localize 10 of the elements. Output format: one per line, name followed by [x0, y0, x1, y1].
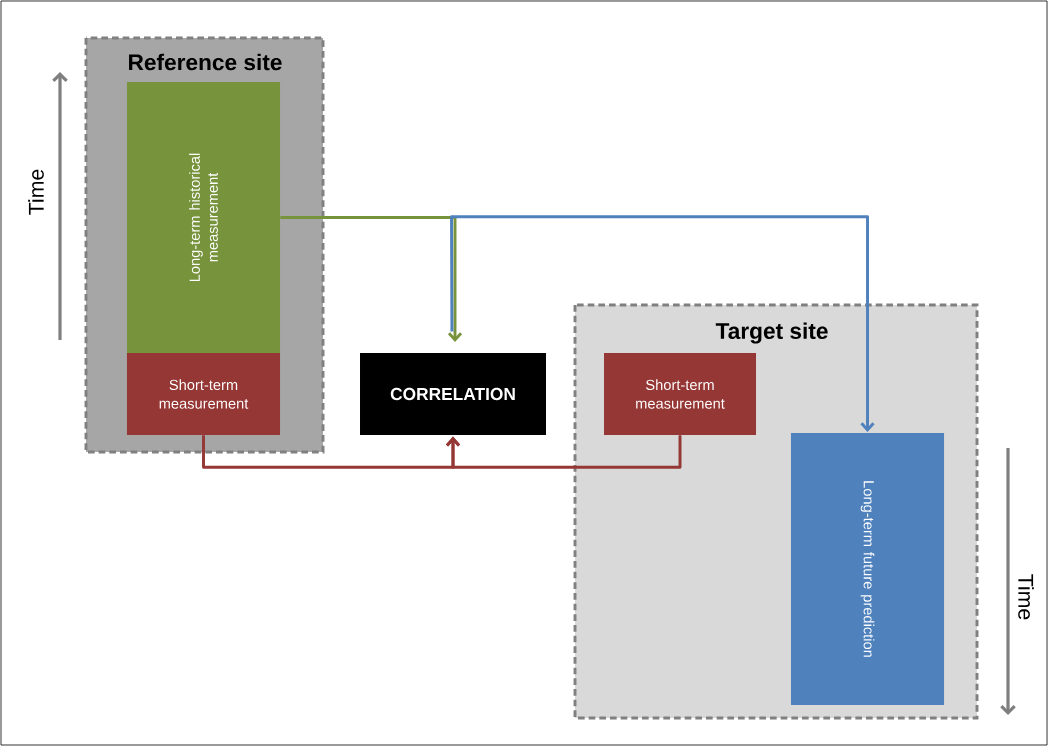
arrow	[450, 215, 875, 433]
axis-label: Time	[28, 169, 44, 215]
prediction-bar: Long-term future prediction	[791, 433, 945, 705]
measurement-box: Short-term measurement	[126, 353, 281, 435]
arrow	[280, 216, 463, 343]
arrow	[445, 435, 682, 469]
measurement-bar: Long-term historical measurement	[126, 82, 281, 353]
correlation-box: CORRELATION	[360, 353, 546, 435]
measurement-box: Short-term measurement	[604, 353, 756, 435]
axis-label: Time	[1018, 574, 1034, 620]
